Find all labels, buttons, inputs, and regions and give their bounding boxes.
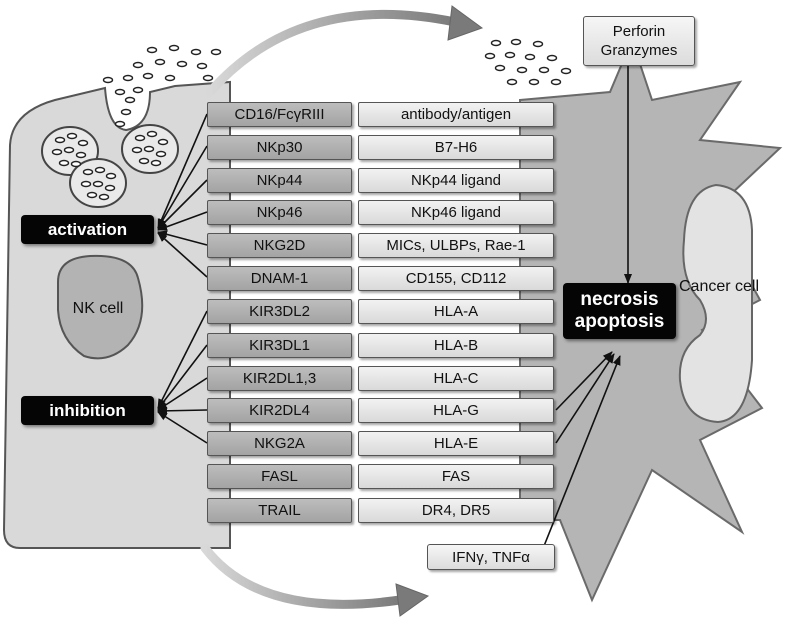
receptor-box: CD16/FcγRIII — [207, 102, 352, 127]
ligand-label: HLA-A — [433, 303, 479, 320]
apoptosis-label: apoptosis — [574, 311, 665, 332]
receptor-label: KIR3DL2 — [249, 303, 310, 320]
ligand-label: CD155, CD112 — [405, 270, 507, 287]
receptor-label: CD16/FcγRIII — [234, 106, 325, 123]
ligand-box: HLA-C — [358, 366, 554, 391]
nk-cell-label: NK cell — [72, 300, 124, 317]
ligand-label: NKp46 ligand — [410, 204, 502, 221]
receptor-label: NKp30 — [256, 139, 303, 156]
receptor-label: NKG2A — [254, 435, 305, 452]
ligand-box: MICs, ULBPs, Rae-1 — [358, 233, 554, 258]
ligand-box: CD155, CD112 — [358, 266, 554, 291]
receptor-box: DNAM-1 — [207, 266, 352, 291]
cancer-cell-label: Cancer cell — [678, 278, 760, 295]
receptor-box: NKG2D — [207, 233, 352, 258]
granule-transfer-arrow — [205, 9, 460, 97]
ligand-box: HLA-G — [358, 398, 554, 423]
ligand-label: HLA-B — [433, 337, 479, 354]
nk-nucleus — [57, 254, 144, 360]
receptor-label: DNAM-1 — [250, 270, 309, 287]
ligand-label: NKp44 ligand — [410, 172, 502, 189]
ligand-label: MICs, ULBPs, Rae-1 — [386, 237, 526, 254]
cytokines-label: IFNγ, TNFα — [452, 548, 530, 566]
receptor-box: NKp30 — [207, 135, 352, 160]
ligand-box: FAS — [358, 464, 554, 489]
receptor-label: KIR2DL1,3 — [242, 370, 317, 387]
receptor-box: TRAIL — [207, 498, 352, 523]
receptor-box: KIR3DL1 — [207, 333, 352, 358]
cancer-nucleus — [678, 183, 753, 424]
receptor-box: KIR2DL1,3 — [207, 366, 352, 391]
inhibition-badge: inhibition — [21, 396, 154, 425]
inhibition-label: inhibition — [49, 400, 126, 420]
ligand-label: HLA-E — [433, 435, 479, 452]
receptor-box: NKp46 — [207, 200, 352, 225]
ligand-label: FAS — [441, 468, 471, 485]
receptor-label: FASL — [261, 468, 298, 485]
cytokine-release-arrow — [200, 543, 405, 609]
cytokines-box: IFNγ, TNFα — [427, 544, 555, 570]
ligand-label: antibody/antigen — [400, 106, 512, 123]
receptor-label: NKp44 — [256, 172, 303, 189]
ligand-box: antibody/antigen — [358, 102, 554, 127]
perforin-granzymes-box: Perforin Granzymes — [583, 16, 695, 66]
ligand-label: HLA-G — [433, 402, 479, 419]
receptor-label: NKG2D — [253, 237, 306, 254]
necrosis-label: necrosis — [580, 289, 659, 310]
receptor-box: NKp44 — [207, 168, 352, 193]
receptor-label: KIR2DL4 — [249, 402, 310, 419]
receptor-label: TRAIL — [258, 502, 301, 519]
receptor-box: KIR2DL4 — [207, 398, 352, 423]
receptor-box: FASL — [207, 464, 352, 489]
ligand-box: HLA-A — [358, 299, 554, 324]
ligand-box: HLA-E — [358, 431, 554, 456]
granzymes-label: Granzymes — [600, 42, 678, 59]
ligand-label: DR4, DR5 — [421, 502, 491, 519]
activation-badge: activation — [21, 215, 154, 244]
ligand-label: B7-H6 — [434, 139, 478, 156]
ligand-box: NKp46 ligand — [358, 200, 554, 225]
ligand-label: HLA-C — [433, 370, 479, 387]
necrosis-apoptosis-badge: necrosis apoptosis — [563, 283, 676, 339]
ligand-box: B7-H6 — [358, 135, 554, 160]
ligand-box: NKp44 ligand — [358, 168, 554, 193]
perforin-label: Perforin — [612, 23, 666, 40]
receptor-label: NKp46 — [256, 204, 303, 221]
receptor-box: KIR3DL2 — [207, 299, 352, 324]
receptor-label: KIR3DL1 — [249, 337, 310, 354]
receptor-box: NKG2A — [207, 431, 352, 456]
ligand-box: DR4, DR5 — [358, 498, 554, 523]
activation-label: activation — [47, 219, 128, 239]
ligand-box: HLA-B — [358, 333, 554, 358]
